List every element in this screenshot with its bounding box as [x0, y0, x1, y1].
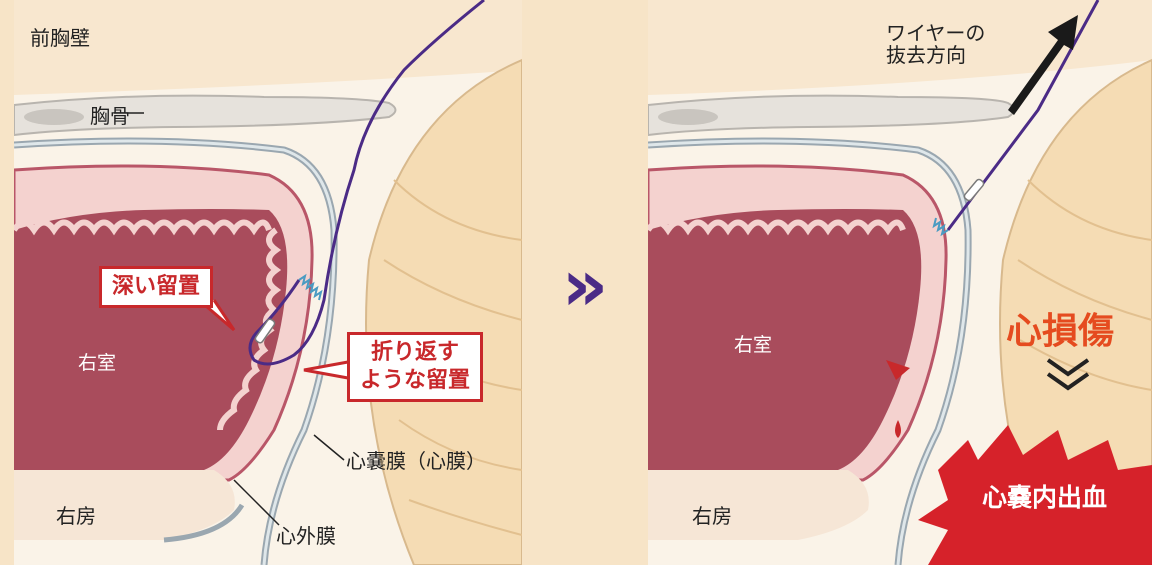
sternum-label: 胸骨	[90, 104, 130, 128]
anterior-chest-wall-label: 前胸壁	[30, 26, 90, 50]
folded-placement-line1: 折り返す	[371, 340, 460, 365]
wall-injury	[886, 360, 910, 380]
right-atrium-label: 右房	[56, 504, 96, 528]
lung	[365, 58, 522, 565]
right-atrium-area	[14, 470, 235, 540]
sternum-bone	[14, 94, 397, 137]
blood-drop	[895, 420, 901, 438]
folded-placement-callout: 折り返す ような留置	[347, 332, 484, 402]
chevron-down-icon	[1046, 358, 1090, 391]
right-ventricle-chamber-right	[648, 209, 922, 470]
right-ventricle-chamber	[14, 209, 288, 470]
hemopericardium-label: 心嚢内出血	[982, 483, 1108, 512]
pacing-wire	[248, 0, 485, 366]
hemopericardium-burst	[918, 425, 1152, 565]
cardiac-injury-label: 心損傷	[1006, 311, 1115, 352]
chest-wall-band	[14, 0, 522, 95]
double-chevron-right-icon: »	[561, 243, 609, 327]
right-diagram-panel: ワイヤーの 抜去方向 右室 右房 心損傷 心嚢内出血	[648, 0, 1152, 565]
lead-tip-right	[963, 178, 985, 202]
right-anatomy-illustration	[648, 0, 1152, 565]
folded-placement-line2: ような留置	[360, 368, 471, 393]
withdrawal-arrow	[1008, 15, 1078, 115]
pericardium-label: 心嚢膜（心膜）	[346, 449, 486, 473]
deep-placement-text: 深い留置	[112, 274, 201, 299]
wire-direction-label: ワイヤーの 抜去方向	[886, 22, 985, 66]
epicardium-label: 心外膜	[276, 524, 336, 548]
right-atrium-label-right: 右房	[692, 504, 732, 528]
right-ventricle-label: 右室	[78, 352, 117, 374]
deep-placement-callout: 深い留置	[99, 266, 214, 308]
transition-arrow: »	[545, 249, 625, 321]
left-diagram-panel: 前胸壁 胸骨 右室 右房 心嚢膜（心膜） 心外膜 深い留置 折り返す ような留置	[14, 0, 522, 565]
lead-tip	[254, 318, 276, 344]
wire-coil	[298, 273, 323, 301]
right-atrium-area-right	[648, 470, 869, 540]
right-ventricle-label-right: 右室	[734, 334, 773, 356]
wire-coil-right	[932, 217, 949, 237]
wire-direction-line2: 抜去方向	[886, 43, 966, 67]
pacing-wire-right	[946, 0, 1100, 231]
wire-direction-line1: ワイヤーの	[886, 21, 986, 45]
left-anatomy-illustration	[14, 0, 522, 565]
sternum-marrow	[24, 109, 84, 125]
